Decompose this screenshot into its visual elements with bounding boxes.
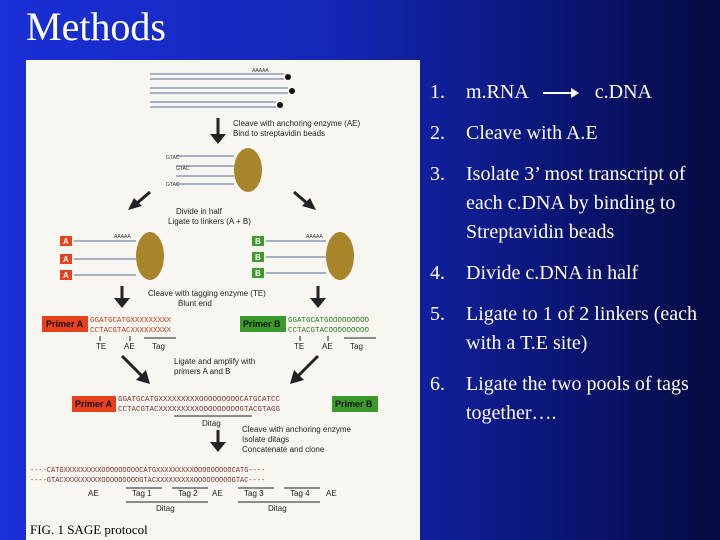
tag-3-label: Tag 3 (244, 489, 264, 498)
step-blunt: Blunt end (178, 299, 212, 308)
linker-b-2: B (255, 253, 261, 262)
arrow-te-right (310, 286, 326, 308)
step-cleave-te: Cleave with tagging enzyme (TE) (148, 289, 266, 298)
tag-2-label: Tag 2 (178, 489, 198, 498)
step-6: 6. Ligate the two pools of tags together… (430, 370, 716, 428)
ditag-label-c2: Ditag (268, 504, 287, 513)
tag-label-b: Tag (350, 342, 363, 351)
methods-steps: 1. m.RNA c.DNA 2. Cleave with A.E 3. Isol… (430, 78, 716, 440)
step-amplify-2: primers A and B (174, 367, 230, 376)
step-isolate: Isolate ditags (242, 435, 289, 444)
concat-bot: ----GTACXXXXXXXXXOOOOOOOOOGTACXXXXXXXXXO… (30, 477, 265, 485)
seq-b-top: GGATGCATGOOOOOOOOO (288, 317, 370, 325)
tag-4-label: Tag 4 (290, 489, 310, 498)
poly-a-label: AAAAA (252, 68, 269, 74)
primer-b-ditag: Primer B (335, 399, 373, 409)
arrow-down-final (210, 430, 226, 452)
fragment-b: Primer B GGATGCATGOOOOOOOOO CCTACGTACOOO… (240, 316, 376, 351)
arrow-te-left (114, 286, 130, 308)
poly-a-b1: AAAAA (306, 234, 323, 240)
step-number: 6. (430, 373, 445, 395)
gtac-label-2: GTAC (176, 166, 190, 172)
right-arrow-icon (542, 88, 579, 99)
step-concat: Concatenate and clone (242, 445, 325, 454)
ae-label-a: AE (124, 342, 135, 351)
concat-top: ----CATGXXXXXXXXXOOOOOOOOOCATGXXXXXXXXXO… (30, 467, 265, 475)
step-3: 3. Isolate 3’ most transcript of each c.… (430, 160, 716, 247)
step-number: 1. (430, 81, 445, 103)
step-text: Divide c.DNA in half (466, 262, 639, 284)
linker-a-2: A (63, 255, 69, 264)
poly-a-a1: AAAAA (114, 234, 131, 240)
arrow-split-left (128, 190, 151, 210)
ae-label-c3: AE (326, 489, 337, 498)
ae-label-b: AE (322, 342, 333, 351)
step-cleave-ae-1: Cleave with anchoring enzyme (AE) (233, 119, 361, 128)
ditag-label-c1: Ditag (156, 504, 175, 513)
step-cleave-ae-2: Cleave with anchoring enzyme (242, 425, 351, 434)
linker-a-1: A (63, 237, 69, 246)
arrow-down-1 (210, 118, 226, 144)
seq-a-bot: CCTACGTACXXXXXXXXX (90, 327, 172, 335)
linker-b-3: B (255, 269, 261, 278)
linker-a-3: A (63, 271, 69, 280)
step-number: 5. (430, 303, 445, 325)
step-4: 4. Divide c.DNA in half (430, 259, 716, 288)
arrow-split-right (293, 190, 316, 210)
ditag-top: GGATGCATGXXXXXXXXXOOOOOOOOOCATGCATCC (118, 396, 281, 404)
ditag-construct: Primer A GGATGCATGXXXXXXXXXOOOOOOOOOCATG… (72, 396, 378, 428)
ditag-label: Ditag (202, 419, 221, 428)
step-5: 5. Ligate to 1 of 2 linkers (each with a… (430, 300, 716, 358)
step-number: 2. (430, 122, 445, 144)
concatemer: ----CATGXXXXXXXXXOOOOOOOOOCATGXXXXXXXXXO… (30, 467, 337, 513)
gtac-label-1: GTAC (166, 155, 180, 161)
step-2: 2. Cleave with A.E (430, 119, 716, 148)
tag-1-label: Tag 1 (132, 489, 152, 498)
linker-b-1: B (255, 237, 261, 246)
te-label-b: TE (294, 342, 304, 351)
fragment-a: Primer A GGATGCATGXXXXXXXXX CCTACGTACXXX… (42, 316, 176, 351)
ae-label-c1: AE (88, 489, 99, 498)
step-amplify-1: Ligate and amplify with (174, 357, 255, 366)
step-bind-beads: Bind to streptavidin beads (233, 129, 325, 138)
seq-a-top: GGATGCATGXXXXXXXXX (90, 317, 172, 325)
arrow-merge-right (290, 354, 320, 384)
tag-label-a: Tag (152, 342, 165, 351)
step-1-text-a: m.RNA (466, 81, 529, 103)
primer-a-ditag: Primer A (75, 399, 113, 409)
seq-b-bot: CCTACGTACOOOOOOOOO (288, 327, 370, 335)
step-1-text-b: c.DNA (594, 81, 653, 103)
arrow-merge-left (120, 354, 150, 384)
step-number: 3. (430, 163, 445, 185)
sage-diagram: AAAAA Cleave with anchoring enzyme (AE) … (30, 68, 378, 513)
sage-protocol-figure: AAAAA Cleave with anchoring enzyme (AE) … (26, 60, 420, 540)
primer-b-label: Primer B (243, 319, 281, 329)
bead-1: GTAC GTAC GTAC (166, 148, 262, 192)
gtac-label-3: GTAC (166, 182, 180, 188)
bead-group-a: A A A AAAAA (60, 232, 164, 280)
step-text: Cleave with A.E (466, 122, 598, 144)
step-text: Ligate to 1 of 2 linkers (each with a T.… (466, 303, 698, 354)
ditag-bot: CCTACGTACXXXXXXXXXOOOOOOOOOGTACGTAGG (118, 406, 281, 414)
te-label-a: TE (96, 342, 106, 351)
primer-a-label: Primer A (46, 319, 84, 329)
step-text: Ligate the two pools of tags together…. (466, 373, 689, 424)
step-divide: Divide in half (176, 207, 223, 216)
step-text: Isolate 3’ most transcript of each c.DNA… (466, 163, 686, 243)
step-number: 4. (430, 262, 445, 284)
step-ligate-linkers: Ligate to linkers (A + B) (168, 217, 251, 226)
bead-group-b: B B B AAAAA (252, 232, 354, 280)
cdna-strands: AAAAA (150, 68, 295, 108)
figure-caption: FIG. 1 SAGE protocol (30, 522, 148, 537)
ae-label-c2: AE (212, 489, 223, 498)
slide-title: Methods (26, 4, 166, 49)
step-1: 1. m.RNA c.DNA (430, 78, 716, 107)
